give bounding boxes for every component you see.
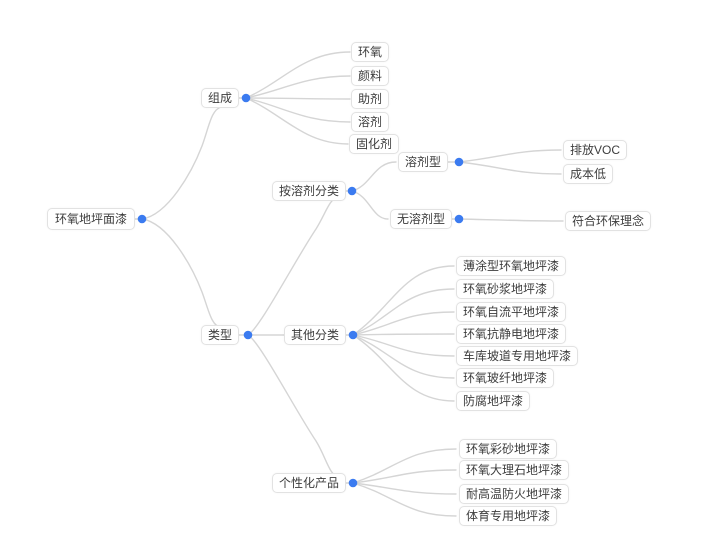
node-fiberglass[interactable]: 环氧玻纤地坪漆 [456,368,555,388]
connector-other-anti-static [352,333,455,336]
connector-other-thin-coating [352,265,455,336]
node-types[interactable]: 类型 [201,325,240,345]
node-anti-corrosion[interactable]: 防腐地坪漆 [456,391,531,411]
connector-composition-solvent [245,97,351,123]
connector-other-epoxy-mortar [352,288,455,336]
node-epoxy[interactable]: 环氧 [351,42,390,62]
connector-custom-sports [352,482,457,517]
connector-solvent-based-low-cost [458,161,562,175]
connector-root-types [141,218,222,329]
expander-dot-solvent-based[interactable] [454,157,464,167]
node-solvent[interactable]: 溶剂 [351,112,390,132]
connector-custom-fireproof [352,482,457,495]
node-curing-agent[interactable]: 固化剂 [349,134,400,154]
connector-composition-pigment [245,75,351,99]
connector-composition-epoxy [245,51,351,99]
connector-custom-colored-sand [352,448,457,484]
node-epoxy-mortar[interactable]: 环氧砂浆地坪漆 [456,279,555,299]
expander-dot-solvent-free[interactable] [454,214,464,224]
node-marble[interactable]: 环氧大理石地坪漆 [459,460,570,480]
node-thin-coating[interactable]: 薄涂型环氧地坪漆 [456,256,567,276]
connector-other-self-leveling [352,311,455,336]
expander-dot-custom-products[interactable] [348,478,358,488]
node-by-solvent[interactable]: 按溶剂分类 [272,181,347,201]
node-low-cost[interactable]: 成本低 [563,164,614,184]
node-sports[interactable]: 体育专用地坪漆 [459,506,558,526]
connector-composition-additive [245,97,351,100]
connector-root-composition [141,106,222,220]
connector-solvent-free-eco-friendly [458,218,564,222]
node-pigment[interactable]: 颜料 [351,66,390,86]
node-solvent-based[interactable]: 溶剂型 [398,152,449,172]
node-anti-static[interactable]: 环氧抗静电地坪漆 [456,324,567,344]
node-solvent-free[interactable]: 无溶剂型 [390,209,453,229]
node-composition[interactable]: 组成 [201,88,240,108]
connector-by-solvent-solvent-based [351,161,397,192]
connector-solvent-based-voc-emission [458,149,562,163]
connector-other-fiberglass [352,334,455,379]
node-eco-friendly[interactable]: 符合环保理念 [565,211,652,231]
expander-dot-by-solvent[interactable] [347,186,357,196]
expander-dot-other-categories[interactable] [348,330,358,340]
node-voc-emission[interactable]: 排放VOC [563,140,628,160]
node-root[interactable]: 环氧地坪面漆 [47,208,136,230]
node-garage-ramp[interactable]: 车库坡道专用地坪漆 [456,346,579,366]
expander-dot-types[interactable] [243,330,253,340]
expander-dot-composition[interactable] [241,93,251,103]
connector-other-anti-corrosion [352,334,455,402]
connector-composition-curing-agent [245,97,349,145]
connector-other-garage-ramp [352,334,455,357]
expander-dot-root[interactable] [137,214,147,224]
node-other-categories[interactable]: 其他分类 [284,325,347,345]
node-colored-sand[interactable]: 环氧彩砂地坪漆 [459,439,558,459]
connector-types-by-solvent [247,195,340,336]
node-fireproof[interactable]: 耐高温防火地坪漆 [459,484,570,504]
connector-custom-marble [352,469,457,484]
node-self-leveling[interactable]: 环氧自流平地坪漆 [456,302,567,322]
node-custom-products[interactable]: 个性化产品 [272,473,347,493]
connector-by-solvent-solvent-free [351,190,389,220]
connector-types-custom-products [247,334,340,479]
node-additive[interactable]: 助剂 [351,89,390,109]
